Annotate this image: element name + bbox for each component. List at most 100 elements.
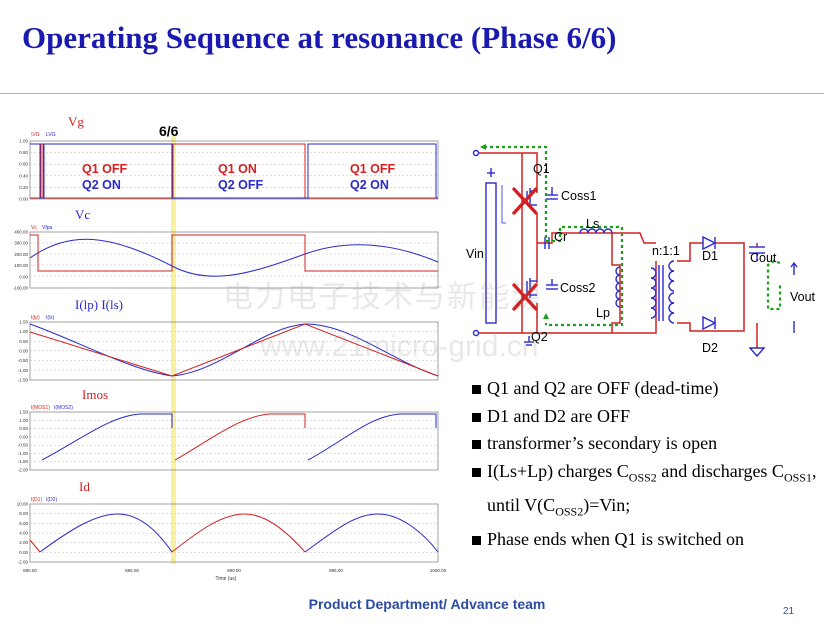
ytick-label: 0.00 <box>19 434 28 439</box>
ytick-label: -1.00 <box>18 368 29 373</box>
xtick-label: 1000.00 <box>430 568 447 573</box>
ytick-label: -2.00 <box>18 560 29 565</box>
label-ls: Ls <box>586 217 599 231</box>
panel-title-vg: Vg <box>68 114 84 129</box>
phase-marker: 6/6 <box>159 123 179 139</box>
ytick-label: -1.50 <box>18 459 29 464</box>
bullet-2: D1 and D2 are OFF <box>470 403 820 431</box>
legend-id-2: I(D2) <box>46 497 57 503</box>
label-q1: Q1 <box>533 162 550 176</box>
state-2-q2: Q2 OFF <box>218 178 264 192</box>
ytick-label: -1.00 <box>18 451 29 456</box>
ytick-label: -1.50 <box>18 378 29 383</box>
bullet-4-part-d: )=Vin; <box>583 494 631 515</box>
watermark-cn: 电力电子技术与新能源 <box>223 280 543 315</box>
q2-off-mark <box>512 283 538 311</box>
grid-ilp <box>30 331 438 371</box>
ytick-label: 4.00 <box>19 531 28 536</box>
x-axis-label: Time (us) <box>216 576 237 582</box>
ytick-label: 0.50 <box>19 426 28 431</box>
yticks-vg: 1.000.800.600.400.200.00 <box>19 139 28 202</box>
xtick-label: 890.00 <box>227 568 241 573</box>
state-3-q1: Q1 OFF <box>350 162 396 176</box>
vfpa-trace <box>30 234 438 272</box>
yticks-ilp: 1.501.000.500.00-0.50-1.00-1.50 <box>18 320 29 383</box>
current-path <box>484 145 782 327</box>
phase-highlight <box>171 136 176 564</box>
yticks-imos: 1.501.000.500.00-0.50-1.00-1.50-2.00 <box>18 410 29 473</box>
imos2-trace <box>41 413 437 461</box>
current-arrows <box>480 144 549 319</box>
q1-off-mark <box>512 187 538 215</box>
legend-imos-2: I(MOS2) <box>54 405 73 411</box>
ytick-label: 2.00 <box>19 540 28 545</box>
ytick-label: 300.00 <box>14 241 28 246</box>
id2-trace <box>39 513 439 553</box>
bullet-4-part-b: and discharges C <box>656 460 784 481</box>
plot-frame-imos <box>29 411 439 471</box>
legend-id-1: I(D1) <box>31 497 42 503</box>
ytick-label: 0.00 <box>19 550 28 555</box>
ilp-trace <box>29 323 439 377</box>
bullet-4-part-c: , until V(C <box>487 460 817 515</box>
slide-title: Operating Sequence at resonance (Phase 6… <box>22 20 617 55</box>
title-divider <box>0 93 824 94</box>
legend-vg-1: \VG <box>31 132 40 138</box>
ytick-label: 10.00 <box>17 502 29 507</box>
ytick-label: 0.00 <box>19 274 28 279</box>
grid-id <box>30 513 438 553</box>
ytick-label: 6.00 <box>19 521 28 526</box>
legend-i-2: I(ls) <box>46 315 55 321</box>
state-1-q1: Q1 OFF <box>82 162 128 176</box>
legend-i-1: I(lp) <box>31 315 40 321</box>
ytick-label: 100.00 <box>14 263 28 268</box>
label-coss1: Coss1 <box>561 189 596 203</box>
panel-title-vc: Vc <box>75 207 90 222</box>
plot-frame-vg <box>29 140 439 200</box>
bullet-1: Q1 and Q2 are OFF (dead-time) <box>470 375 820 403</box>
label-cr: Cr <box>554 230 567 244</box>
ytick-label: 0.20 <box>19 185 28 190</box>
xtick-label: 895.00 <box>329 568 343 573</box>
label-q2: Q2 <box>531 330 548 344</box>
bullet-4: I(Ls+Lp) charges COSS2 and discharges CO… <box>470 458 820 526</box>
ytick-label: 1.00 <box>19 418 28 423</box>
label-coss2: Coss2 <box>560 281 595 295</box>
legend-imos-1: I(MOS1) <box>31 405 50 411</box>
xtick-label: 885.00 <box>125 568 139 573</box>
xtick-label: 880.00 <box>23 568 37 573</box>
footer-text: Product Department/ Advance team <box>308 596 546 612</box>
grid-imos <box>30 420 438 463</box>
vc-trace <box>29 238 439 277</box>
grid-vg <box>30 152 438 188</box>
ytick-label: 0.60 <box>19 162 28 167</box>
vg-q2-trace <box>30 143 438 199</box>
bullet-4-sub-3: OSS2 <box>555 504 584 519</box>
label-lp: Lp <box>596 306 610 320</box>
xticks: 880.00 885.00 890.00 895.00 1000.00 <box>23 568 447 573</box>
imos1-trace <box>174 413 306 461</box>
ytick-label: 1.50 <box>19 320 28 325</box>
bullet-4-part-a: I(Ls+Lp) charges C <box>487 460 629 481</box>
state-label-1: Q1 OFF Q2 ON <box>82 162 128 192</box>
panel-title-id: Id <box>79 479 90 494</box>
bullet-3: transformer’s secondary is open <box>470 430 820 458</box>
ytick-label: 0.80 <box>19 150 28 155</box>
ytick-label: -100.00 <box>13 286 29 291</box>
ytick-label: -0.50 <box>18 358 29 363</box>
ytick-label: 8.00 <box>19 511 28 516</box>
bullet-4-sub-2: OSS1 <box>783 470 812 485</box>
bullet-4-sub-1: OSS2 <box>628 470 657 485</box>
state-1-q2: Q2 ON <box>82 178 121 192</box>
label-d2: D2 <box>702 341 718 355</box>
id1-trace <box>29 513 306 553</box>
ytick-label: 1.00 <box>19 329 28 334</box>
legend-vg-2: LVG <box>46 132 56 138</box>
grid-vc <box>30 242 438 277</box>
waveform-plots: 6/6 Vg \VG LVG 1.000.800.600.400.200.00 … <box>13 114 447 582</box>
state-2-q1: Q1 ON <box>218 162 257 176</box>
label-ratio: n:1:1 <box>652 244 680 258</box>
circuit-wires <box>478 152 758 348</box>
